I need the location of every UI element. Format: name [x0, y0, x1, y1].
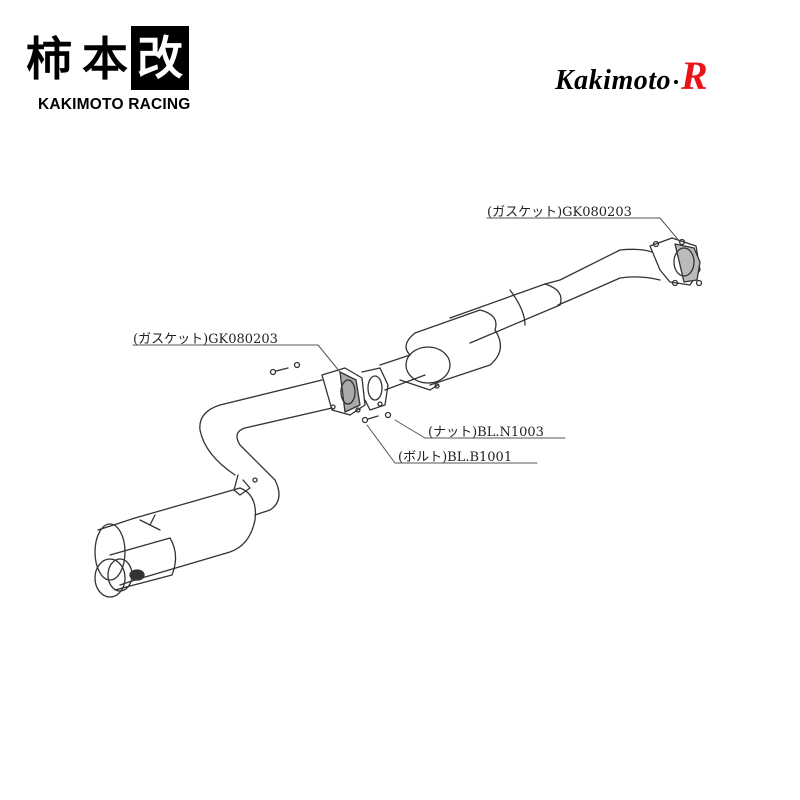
- bolt-nut-upper: [269, 361, 301, 376]
- logo-subtitle: KAKIMOTO RACING: [38, 96, 191, 113]
- front-flange: [649, 237, 703, 287]
- label-gasket-mid: (ガスケット)GK080203: [133, 332, 278, 347]
- logo-kanji-kai: 改: [137, 31, 183, 85]
- kakimoto-racing-logo: 柿 本 改 KAKIMOTO RACING: [24, 24, 190, 113]
- logo-kanji-kaki: 柿: [26, 32, 72, 86]
- tail-pipe: [94, 537, 177, 598]
- bolt-nut-lower: [361, 411, 392, 424]
- label-bolt: (ボルト)BL.B1001: [398, 450, 513, 465]
- kakimoto-r-logo: Kakimoto R: [555, 52, 708, 102]
- intermediate-pipe: [199, 379, 333, 516]
- label-nut: (ナット)BL.N1003: [428, 425, 544, 440]
- logo-r: R: [681, 53, 708, 98]
- logo-wordmark: Kakimoto: [555, 65, 672, 96]
- logo-kanji-moto: 本: [82, 32, 128, 86]
- front-resonator: [449, 283, 562, 344]
- center-muffler: [405, 309, 502, 386]
- logo-kanji-kai-box: 改: [131, 26, 189, 90]
- leader-lines: [132, 217, 681, 464]
- mid-flange: [321, 367, 389, 416]
- logo-dot: [674, 80, 679, 85]
- rear-muffler: [94, 487, 257, 586]
- label-gasket-front: (ガスケット)GK080203: [487, 205, 632, 220]
